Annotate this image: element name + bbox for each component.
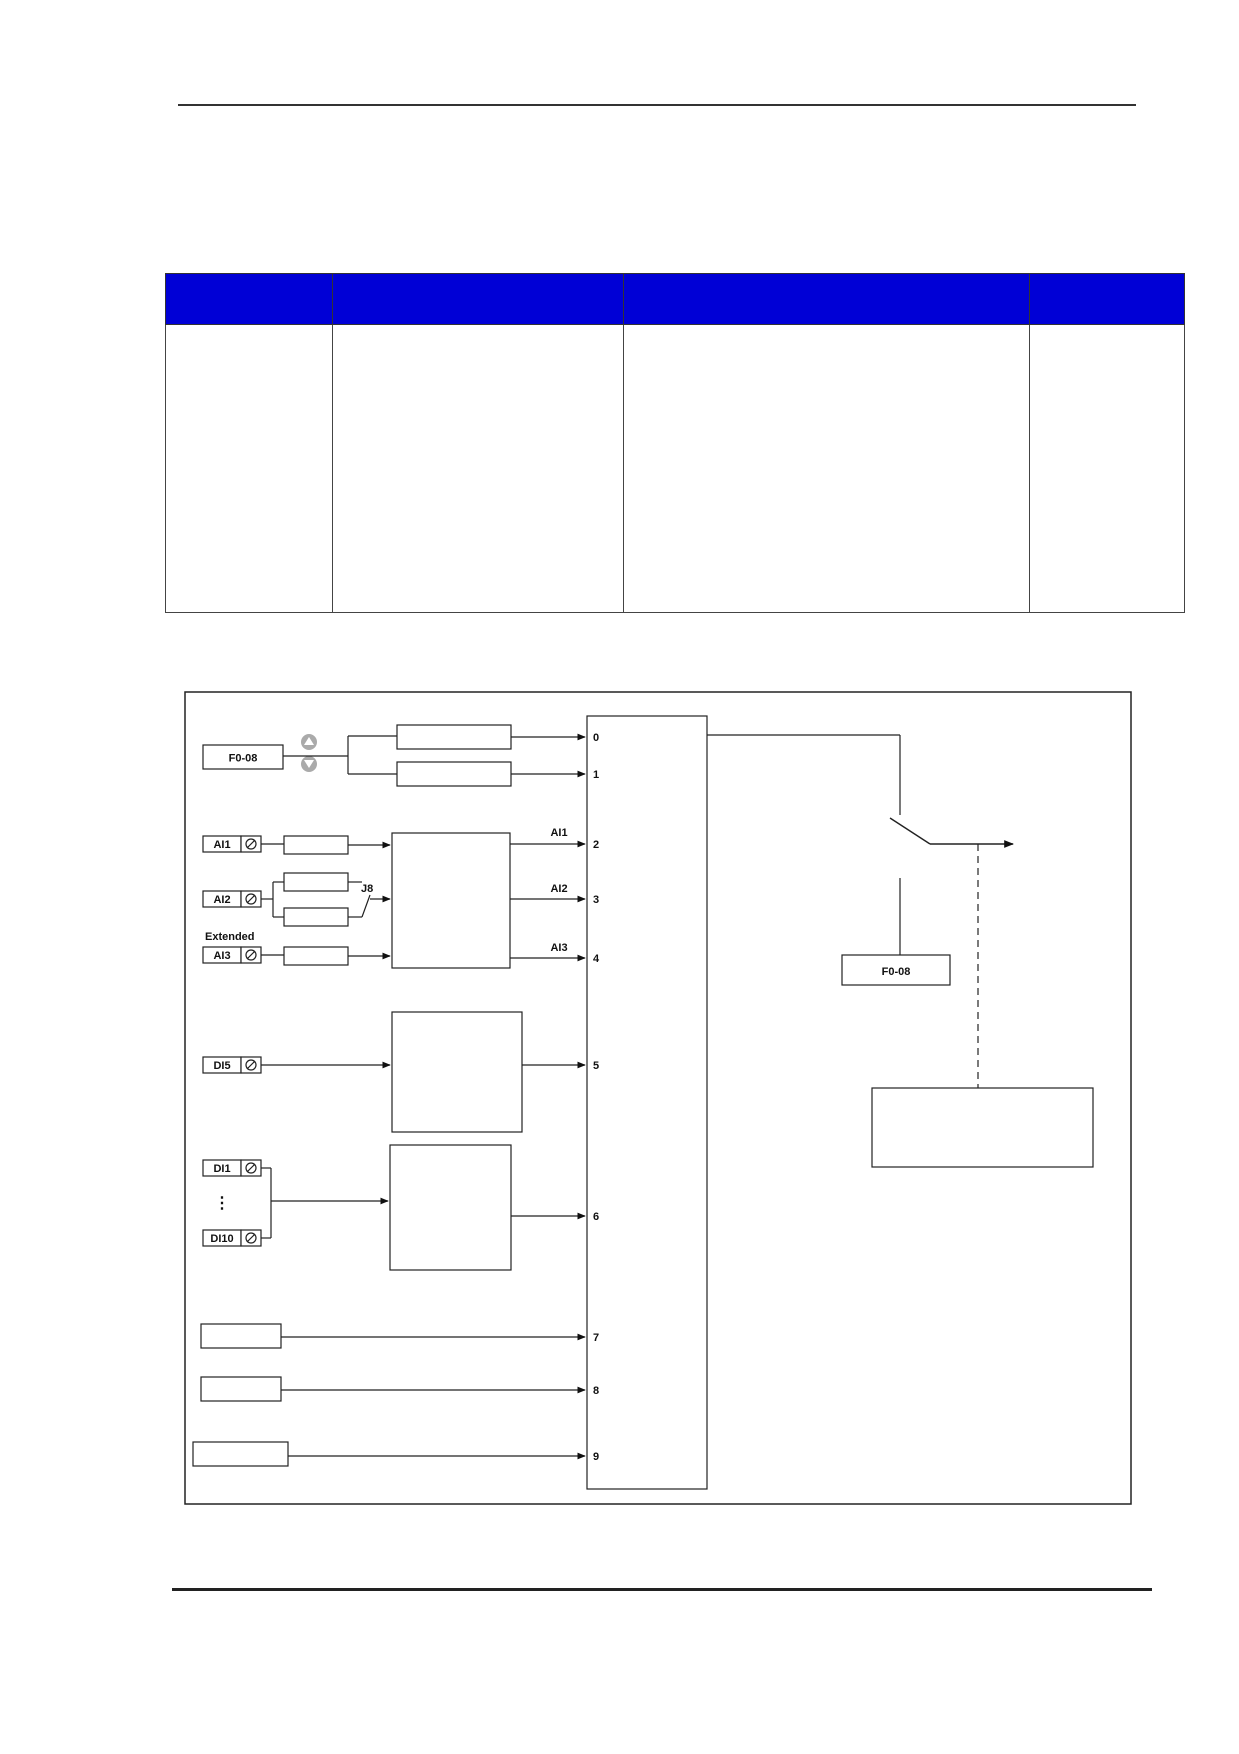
table-header-cell [1029, 273, 1185, 325]
ai2-output-label: AI2 [550, 883, 567, 895]
di1-terminal: DI1 [202, 1159, 262, 1177]
selector-input-4: 4 [593, 953, 600, 965]
table-cell [623, 324, 1030, 613]
potentiometer-icon [245, 838, 257, 850]
frequency-source-diagram: F0-08 AI1 AI2 [184, 691, 1132, 1505]
diagram-frame [184, 691, 1132, 1505]
communication-box [192, 1441, 289, 1467]
table-cell [332, 324, 624, 613]
digital-setting-box-2 [396, 761, 512, 787]
selector-input-0: 0 [593, 732, 599, 744]
table-header-row [165, 273, 1185, 325]
ai-processing-block [391, 832, 511, 969]
ai3-filter-box [283, 946, 349, 966]
down-arrow-icon [301, 756, 317, 772]
pid-box [200, 1376, 282, 1402]
table-cell [165, 324, 333, 613]
ai2-split [261, 881, 284, 918]
selector-block [586, 715, 708, 1490]
selector-input-5: 5 [593, 1060, 599, 1072]
potentiometer-icon [245, 1232, 257, 1244]
selector-param-box [841, 954, 951, 986]
header-rule [178, 104, 1136, 106]
ai1-label: AI1 [213, 839, 230, 851]
simple-plc-box [200, 1323, 282, 1349]
up-arrow-icon [301, 734, 317, 750]
ai1-filter-box [283, 835, 349, 855]
table-header-cell [623, 273, 1030, 325]
parameter-table [165, 273, 1185, 613]
ai2-current-box [283, 907, 349, 927]
di10-label: DI10 [210, 1233, 233, 1245]
table-cell [1029, 324, 1185, 613]
ai3-label: AI3 [213, 950, 230, 962]
potentiometer-icon [245, 1162, 257, 1174]
selector-input-1: 1 [593, 769, 599, 781]
pulse-setting-block [391, 1011, 523, 1133]
di5-terminal: DI5 [202, 1056, 262, 1074]
footer-rule [172, 1588, 1152, 1591]
selector-input-2: 2 [593, 839, 599, 851]
j8-jumper [348, 881, 391, 918]
selector-input-7: 7 [593, 1332, 599, 1344]
selector-param-label: F0-08 [882, 966, 911, 978]
table-row [165, 324, 1185, 613]
ai2-label: AI2 [213, 894, 230, 906]
selector-input-8: 8 [593, 1385, 599, 1397]
di-bus [261, 1167, 389, 1239]
vertical-ellipsis: ⋮ [214, 1195, 230, 1212]
selector-input-6: 6 [593, 1211, 599, 1223]
ai3-terminal: AI3 [202, 946, 262, 964]
di10-terminal: DI10 [202, 1229, 262, 1247]
source-switch [889, 817, 931, 845]
ai1-terminal: AI1 [202, 835, 262, 853]
potentiometer-icon [245, 1059, 257, 1071]
keypad-connectors [283, 735, 397, 775]
keypad-param-box [202, 744, 284, 770]
keypad-param-label: F0-08 [229, 753, 258, 765]
selector-output [707, 734, 901, 815]
ai2-voltage-box [283, 872, 349, 892]
ai3-output-label: AI3 [550, 942, 567, 954]
potentiometer-icon [245, 949, 257, 961]
table-header-cell [165, 273, 333, 325]
potentiometer-icon [245, 893, 257, 905]
di1-label: DI1 [213, 1163, 230, 1175]
j8-label: J8 [361, 883, 373, 895]
ai1-output-label: AI1 [550, 827, 567, 839]
multi-speed-block [389, 1144, 512, 1271]
note-box [871, 1087, 1094, 1168]
selector-input-9: 9 [593, 1451, 599, 1463]
ai2-terminal: AI2 [202, 890, 262, 908]
table-header-cell [332, 273, 624, 325]
extended-label: Extended [205, 931, 255, 943]
digital-setting-box [396, 724, 512, 750]
selector-input-3: 3 [593, 894, 599, 906]
di5-label: DI5 [213, 1060, 230, 1072]
